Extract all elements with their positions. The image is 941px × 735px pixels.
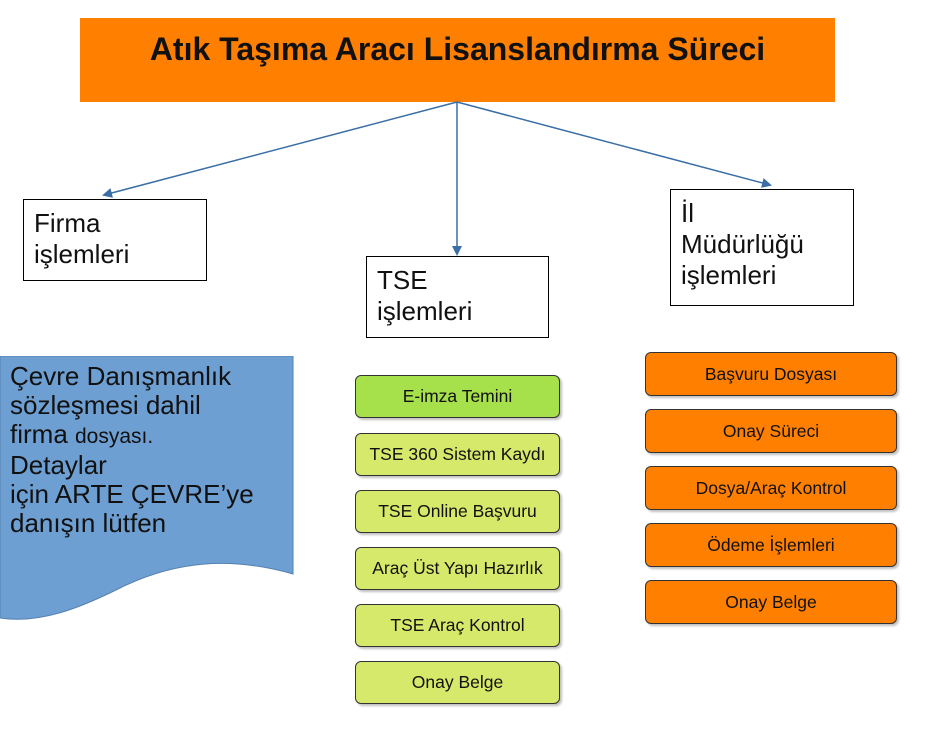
category-firma-line: işlemleri — [34, 239, 130, 269]
category-firma: Firma işlemleri — [23, 199, 207, 281]
firma-note-text: Çevre Danışmanlık sözleşmesi dahil firma… — [10, 362, 300, 538]
il-step: Onay Süreci — [645, 409, 897, 453]
category-il-line: İl — [681, 198, 694, 228]
il-step: Ödeme İşlemleri — [645, 523, 897, 567]
note-line: Detaylar — [10, 450, 107, 480]
tse-step: Araç Üst Yapı Hazırlık — [355, 547, 560, 590]
tse-step: Onay Belge — [355, 661, 560, 704]
category-il-line: işlemleri — [681, 260, 777, 290]
tse-step: E-imza Temini — [355, 375, 560, 418]
title-box: Atık Taşıma Aracı Lisanslandırma Süreci — [80, 18, 835, 102]
il-step: Onay Belge — [645, 580, 897, 624]
note-line-part-small: dosyası. — [75, 425, 154, 448]
arrow-to-il — [456, 101, 772, 188]
note-line: firma dosyası. — [10, 420, 300, 451]
tse-step: TSE Online Başvuru — [355, 490, 560, 533]
tse-step: TSE Araç Kontrol — [355, 604, 560, 647]
category-firma-line: Firma — [34, 208, 101, 238]
firma-note-shape — [0, 356, 294, 620]
category-il-mudurlugu: İl Müdürlüğü işlemleri — [670, 189, 854, 306]
category-tse-line: işlemleri — [377, 296, 473, 326]
il-step: Başvuru Dosyası — [645, 352, 897, 396]
category-tse: TSE işlemleri — [366, 256, 549, 338]
note-line: için ARTE ÇEVRE’ye — [10, 479, 254, 509]
diagram-title: Atık Taşıma Aracı Lisanslandırma Süreci — [149, 30, 766, 67]
note-line-part: firma — [10, 419, 75, 449]
arrow-to-firma — [102, 101, 458, 198]
tse-step: TSE 360 Sistem Kaydı — [355, 433, 560, 476]
il-step: Dosya/Araç Kontrol — [645, 466, 897, 510]
category-tse-line: TSE — [377, 265, 428, 295]
note-line: sözleşmesi dahil — [10, 390, 201, 420]
category-il-line: Müdürlüğü — [681, 229, 804, 259]
note-line: danışın lütfen — [10, 508, 167, 538]
note-line: Çevre Danışmanlık — [10, 361, 232, 391]
